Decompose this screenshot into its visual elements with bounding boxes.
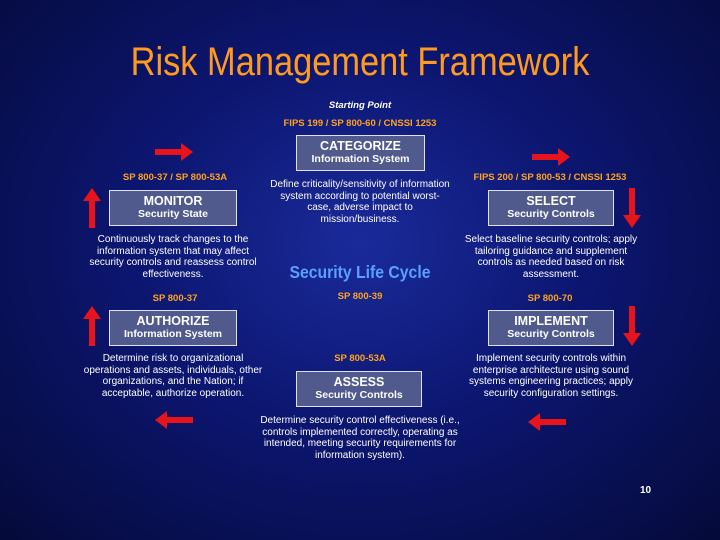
arrow-down-icon xyxy=(623,306,641,346)
categorize-box: CATEGORIZE Information System xyxy=(296,135,425,171)
arrow-right-icon xyxy=(532,148,570,166)
implement-subtitle: Security Controls xyxy=(507,328,595,340)
security-life-cycle-label: Security Life Cycle xyxy=(289,262,431,282)
select-description: Select baseline security controls; apply… xyxy=(464,234,638,280)
arrow-down-icon xyxy=(623,188,641,228)
center-ref: SP 800-39 xyxy=(337,291,383,302)
monitor-title: MONITOR xyxy=(143,194,203,208)
select-ref: FIPS 200 / SP 800-53 / CNSSI 1253 xyxy=(473,172,627,183)
monitor-subtitle: Security State xyxy=(137,208,209,220)
authorize-description: Determine risk to organizational operati… xyxy=(83,353,263,399)
monitor-description: Continuously track changes to the inform… xyxy=(89,234,257,280)
assess-subtitle: Security Controls xyxy=(315,389,403,401)
select-subtitle: Security Controls xyxy=(507,208,595,220)
select-box: SELECT Security Controls xyxy=(488,190,614,226)
starting-point-label: Starting Point xyxy=(328,100,392,111)
arrow-up-icon xyxy=(83,188,101,228)
categorize-description: Define criticality/sensitivity of inform… xyxy=(270,179,450,225)
arrow-left-icon xyxy=(155,411,193,429)
authorize-title: AUTHORIZE xyxy=(136,314,210,328)
monitor-box: MONITOR Security State xyxy=(109,190,237,226)
implement-ref: SP 800-70 xyxy=(527,293,573,304)
authorize-box: AUTHORIZE Information System xyxy=(109,310,237,346)
categorize-ref: FIPS 199 / SP 800-60 / CNSSI 1253 xyxy=(283,118,437,129)
categorize-title: CATEGORIZE xyxy=(319,139,402,153)
assess-ref: SP 800-53A xyxy=(334,353,386,364)
categorize-subtitle: Information System xyxy=(311,153,410,165)
assess-description: Determine security control effectiveness… xyxy=(260,415,460,461)
arrow-right-icon xyxy=(155,143,193,161)
arrow-up-icon xyxy=(83,306,101,346)
select-title: SELECT xyxy=(526,194,576,208)
page-number: 10 xyxy=(640,485,652,496)
implement-description: Implement security controls within enter… xyxy=(469,353,633,399)
implement-title: IMPLEMENT xyxy=(514,314,588,328)
implement-box: IMPLEMENT Security Controls xyxy=(488,310,614,346)
authorize-subtitle: Information System xyxy=(123,328,223,340)
assess-box: ASSESS Security Controls xyxy=(296,371,422,407)
page-title: Risk Management Framework xyxy=(130,40,590,84)
arrow-left-icon xyxy=(528,413,566,431)
monitor-ref: SP 800-37 / SP 800-53A xyxy=(122,172,228,183)
authorize-ref: SP 800-37 xyxy=(152,293,198,304)
assess-title: ASSESS xyxy=(333,375,385,389)
